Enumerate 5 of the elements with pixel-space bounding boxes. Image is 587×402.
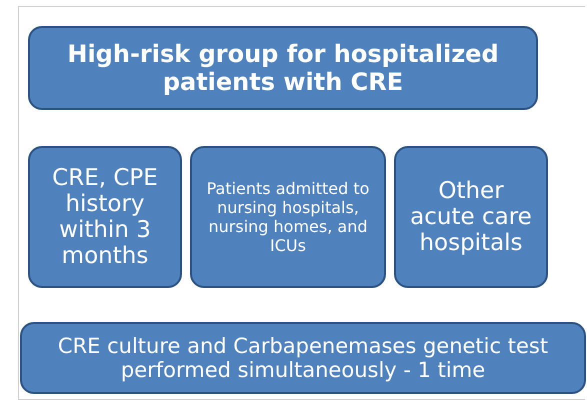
- criteria-box: Patients admitted to nursing hospitals, nursing homes, and ICUs: [190, 146, 386, 288]
- heading-box: High-risk group for hospitalized patients with CRE: [28, 26, 538, 110]
- criteria-box: CRE, CPE history within 3 months: [28, 146, 182, 288]
- test-box: CRE culture and Carbapenemases genetic test performed simultaneously - 1 time: [20, 322, 586, 394]
- criteria-box: Other acute care hospitals: [394, 146, 548, 288]
